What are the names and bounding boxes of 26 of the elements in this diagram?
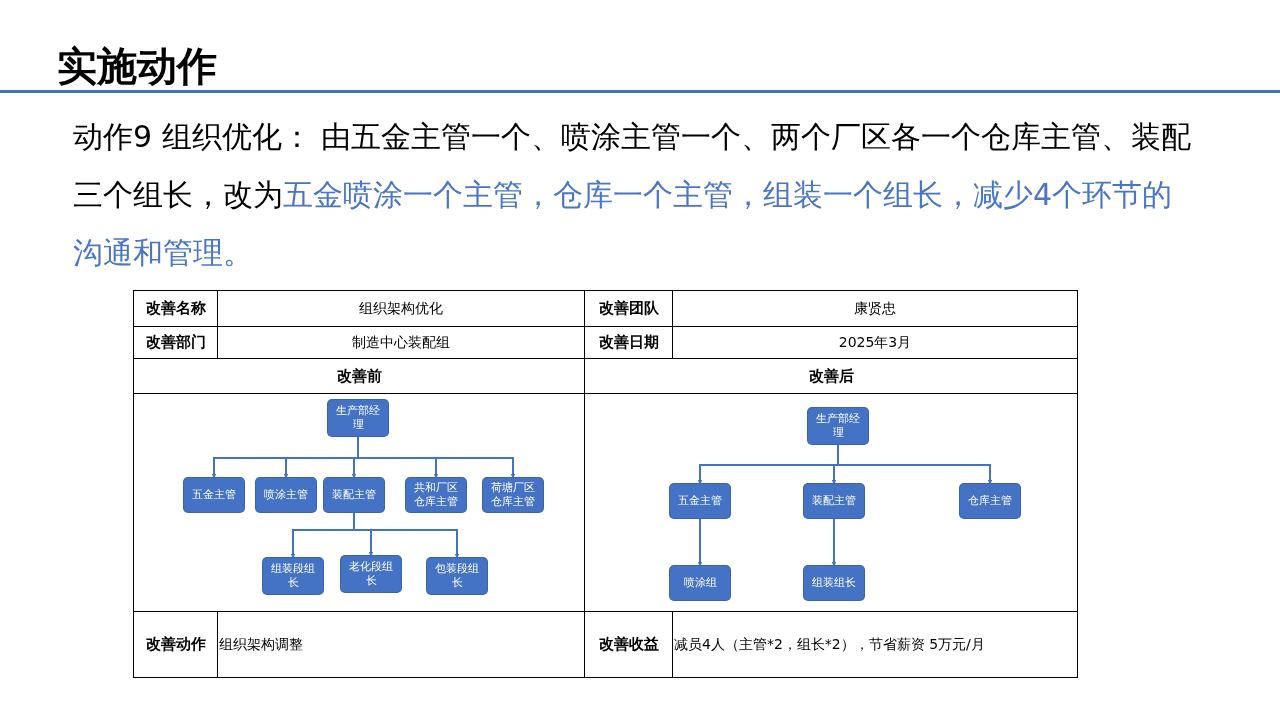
table-cell: 改善动作: [133, 611, 218, 678]
org-box: 共和厂区仓库主管: [406, 478, 466, 512]
connector-arrow: [353, 511, 460, 559]
slide-title: 实施动作: [57, 42, 218, 91]
org-box: 仓库主管: [960, 484, 1020, 518]
connector-arrow: [831, 517, 837, 567]
table-cell: 减员4人（主管*2，组长*2），节省薪资 5万元/月: [672, 611, 1078, 678]
table-cell: 改善名称: [133, 290, 218, 327]
org-box: 五金主管: [670, 484, 730, 518]
org-box: 荷塘厂区仓库主管: [483, 478, 543, 512]
org-box: 装配主管: [804, 484, 864, 518]
org-box: 五金主管: [184, 478, 244, 512]
org-box: 喷涂组: [670, 566, 730, 600]
org-box: 组装组长: [804, 566, 864, 600]
connector-arrow: [837, 443, 993, 485]
org-box: 装配主管: [324, 478, 384, 512]
org-box: 老化段组长: [341, 556, 401, 592]
org-box: 包装段组长: [427, 558, 487, 594]
org-box: 生产部经理: [808, 408, 868, 444]
connector-arrow: [357, 435, 516, 479]
org-box: 生产部经理: [328, 400, 388, 436]
description-paragraph: 动作9 组织优化： 由五金主管一个、喷涂主管一个、两个厂区各一个仓库主管、装配三个组长，改为五金喷涂一个主管，仓库一个主管，组装一个组长，减少4个环节的沟通和管理。: [73, 118, 1193, 272]
table-cell: 康贤忠: [672, 290, 1078, 327]
connector-arrow: [697, 517, 703, 567]
org-box: 喷涂主管: [256, 478, 316, 512]
org-box: 组装段组长: [263, 558, 323, 594]
